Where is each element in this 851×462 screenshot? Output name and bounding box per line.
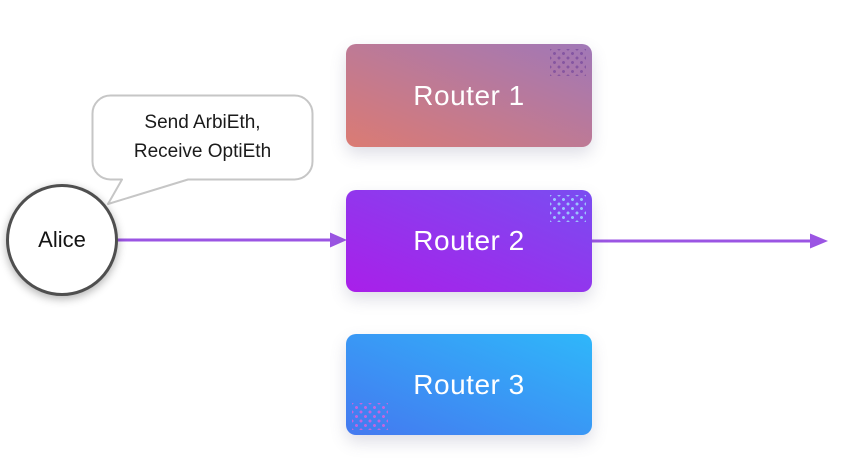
corner-dots-decoration bbox=[550, 195, 586, 222]
router-3-node: Router 3 bbox=[346, 334, 592, 435]
arrow-router2-out bbox=[590, 233, 828, 249]
speech-bubble-shape bbox=[91, 94, 314, 205]
speech-bubble-line2: Receive OptiEth bbox=[133, 141, 272, 162]
arrowhead-icon bbox=[810, 233, 828, 249]
router-3-label: Router 3 bbox=[413, 368, 525, 400]
speech-bubble: Send ArbiEth, Receive OptiEth bbox=[92, 108, 313, 166]
arrowhead-icon bbox=[330, 232, 347, 248]
corner-dots-decoration bbox=[550, 49, 586, 76]
router-2-node: Router 2 bbox=[346, 190, 592, 292]
actor-node-alice: Alice bbox=[6, 184, 118, 296]
speech-bubble-line1: Send ArbiEth, bbox=[144, 112, 261, 133]
corner-dots-decoration bbox=[352, 403, 388, 430]
arrow-alice-to-router2 bbox=[108, 232, 347, 248]
router-1-label: Router 1 bbox=[413, 79, 525, 111]
router-1-node: Router 1 bbox=[346, 44, 592, 147]
actor-label: Alice bbox=[38, 227, 86, 252]
router-2-label: Router 2 bbox=[413, 225, 525, 256]
